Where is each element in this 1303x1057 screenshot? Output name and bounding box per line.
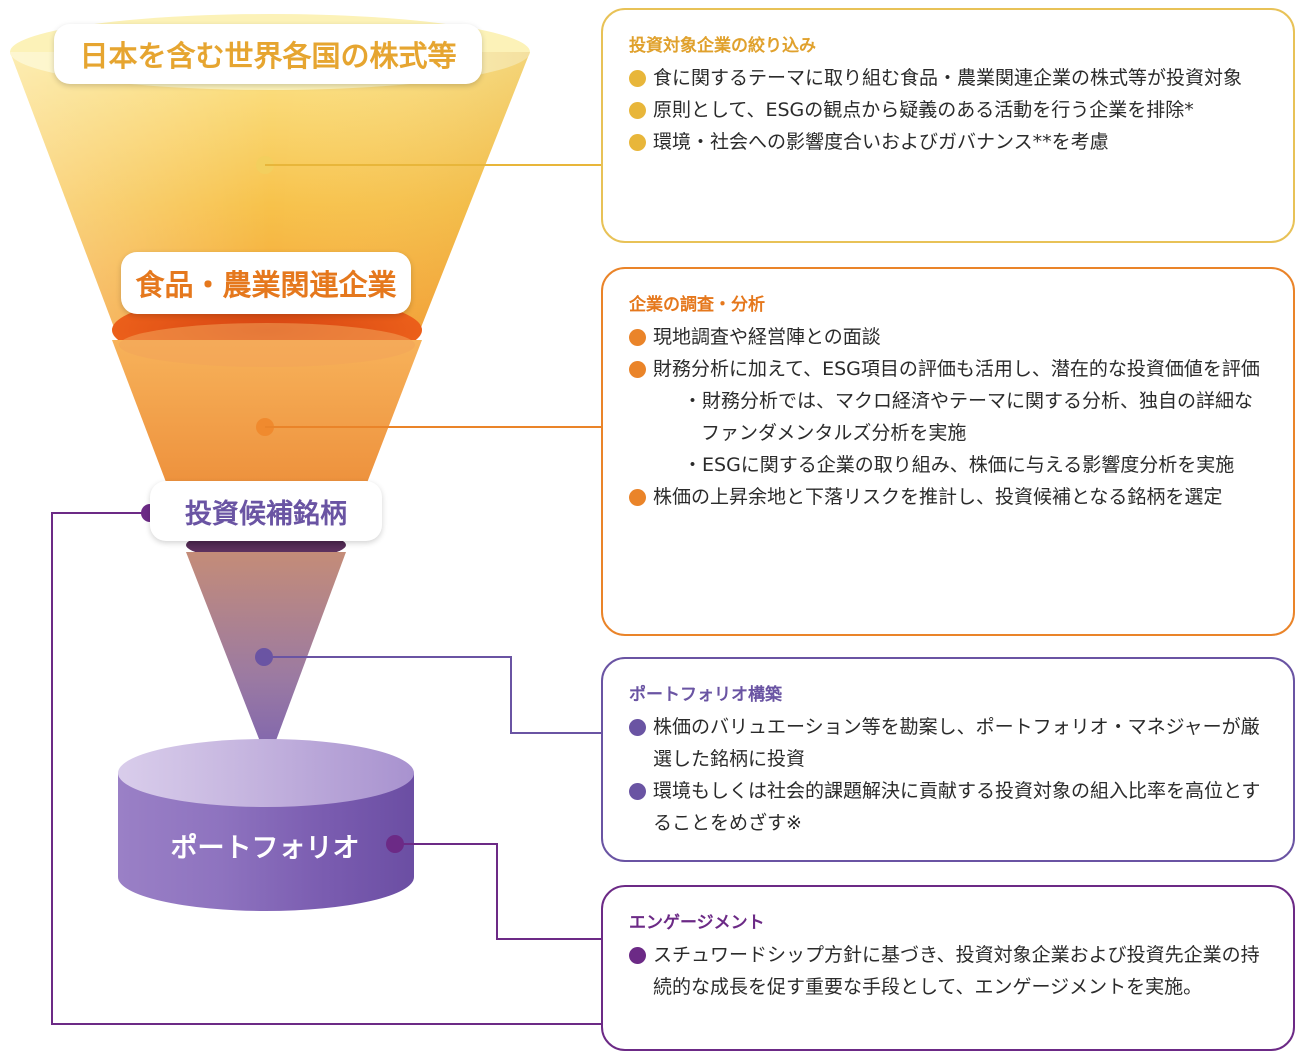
bullet-icon xyxy=(629,489,646,506)
panel-portfolio-construction: ポートフォリオ構築 株価のバリュエーション等を勘案し、ポートフォリオ・マネジャー… xyxy=(601,657,1295,862)
bullet-icon xyxy=(629,134,646,151)
list-item: スチュワードシップ方針に基づき、投資対象企業および投資先企業の持続的な成長を促す… xyxy=(629,939,1265,1003)
bullet-icon xyxy=(629,947,646,964)
list-item: 株価のバリュエーション等を勘案し、ポートフォリオ・マネジャーが厳選した銘柄に投資 xyxy=(629,711,1265,775)
sub-list-item: ESGに関する企業の取り組み、株価に与える影響度分析を実施 xyxy=(629,449,1265,481)
panel-research-title: 企業の調査・分析 xyxy=(629,295,765,315)
connector-dot-portfolio xyxy=(386,835,404,853)
panel-screening: 投資対象企業の絞り込み 食に関するテーマに取り組む食品・農業関連企業の株式等が投… xyxy=(601,8,1295,243)
stage-label-world-stocks: 日本を含む世界各国の株式等 xyxy=(54,24,482,84)
bullet-icon xyxy=(629,70,646,87)
stage-label-candidates: 投資候補銘柄 xyxy=(150,481,382,541)
list-item: 環境もしくは社会的課題解決に貢献する投資対象の組入比率を高位とすることをめざす※ xyxy=(629,775,1265,839)
list-item: 現地調査や経営陣との面談 xyxy=(629,321,1265,353)
connector-line-3 xyxy=(264,656,603,734)
bullet-icon xyxy=(629,719,646,736)
panel-engagement: エンゲージメント スチュワードシップ方針に基づき、投資対象企業および投資先企業の… xyxy=(601,885,1295,1051)
panel-engagement-title: エンゲージメント xyxy=(629,913,765,933)
bullet-icon xyxy=(629,783,646,800)
stage-label-portfolio: ポートフォリオ xyxy=(170,833,360,864)
sub-list-item: 財務分析では、マクロ経済やテーマに関する分析、独自の詳細なファンダメンタルズ分析… xyxy=(629,385,1265,449)
portfolio-cylinder-top xyxy=(118,739,414,807)
list-item: 食に関するテーマに取り組む食品・農業関連企業の株式等が投資対象 xyxy=(629,62,1265,94)
panel-screening-title: 投資対象企業の絞り込み xyxy=(629,36,816,56)
list-item: 株価の上昇余地と下落リスクを推計し、投資候補となる銘柄を選定 xyxy=(629,481,1265,513)
connector-line-4 xyxy=(395,843,603,940)
bullet-icon xyxy=(629,102,646,119)
bullet-icon xyxy=(629,361,646,378)
portfolio-cylinder xyxy=(118,773,414,911)
panel-portfolio-construction-title: ポートフォリオ構築 xyxy=(629,685,782,705)
list-item: 原則として、ESGの観点から疑義のある活動を行う企業を排除* xyxy=(629,94,1265,126)
bullet-icon xyxy=(629,329,646,346)
panel-research: 企業の調査・分析 現地調査や経営陣との面談 財務分析に加えて、ESG項目の評価も… xyxy=(601,267,1295,636)
list-item: 財務分析に加えて、ESG項目の評価も活用し、潜在的な投資価値を評価 xyxy=(629,353,1265,385)
list-item: 環境・社会への影響度合いおよびガバナンス**を考慮 xyxy=(629,126,1265,158)
connector-line-feedback xyxy=(51,512,603,1025)
stage-label-food-agri: 食品・農業関連企業 xyxy=(121,252,411,314)
